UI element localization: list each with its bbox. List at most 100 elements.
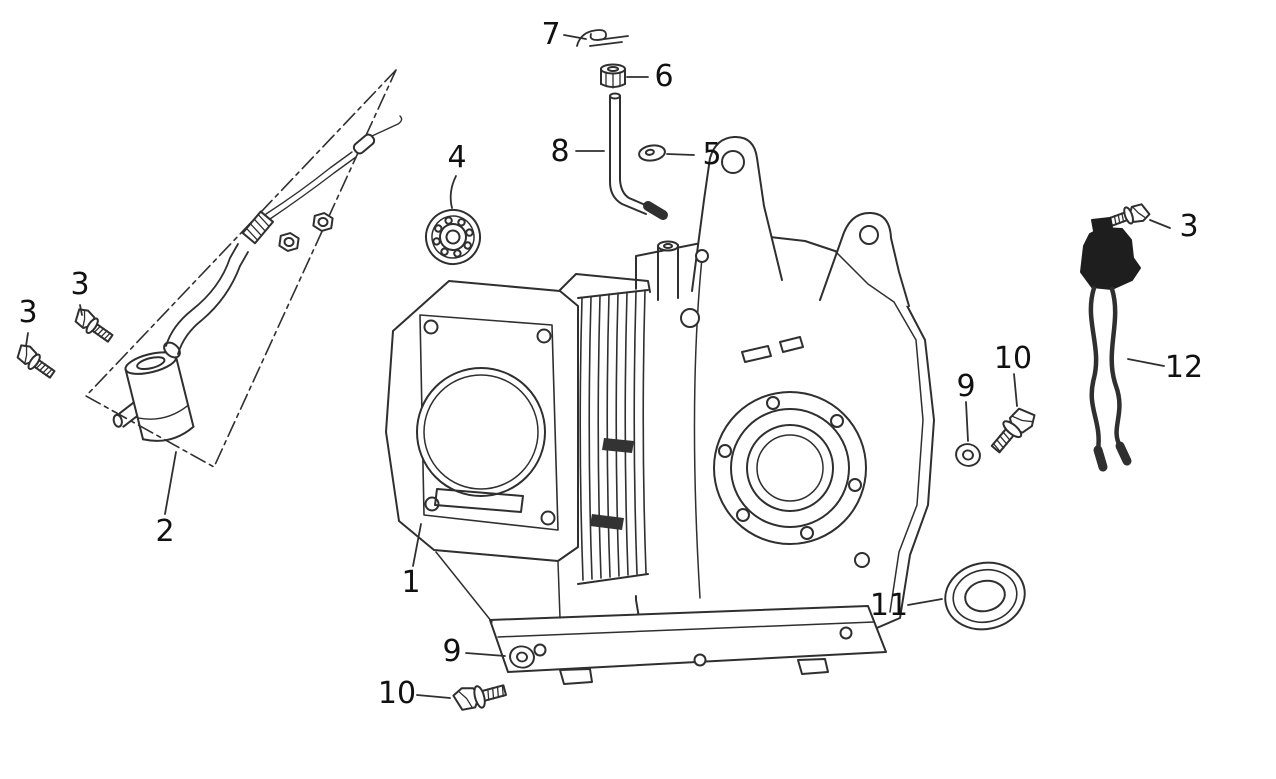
leader-3-right [1149,219,1171,229]
bearing-ball [432,237,441,246]
sump-base [489,605,887,673]
fin-slot-dark [602,438,634,453]
coil-wire [1109,286,1123,449]
callout-9-label-bottom: 9 [442,634,461,669]
part-breather-cap [600,63,626,89]
part-washer-9-right [955,443,981,467]
fin-line [597,295,602,579]
callout-8-label: 8 [550,134,569,169]
part-wire-clip [576,29,629,47]
head-stud-top-hole [663,243,673,249]
callout-1-label: 1 [401,565,420,600]
leader-5 [666,153,695,156]
assembly-boundary-dashdot [85,69,397,468]
cable-wire [265,151,353,215]
hex-nut [312,212,334,232]
fin-slot-dark [590,514,624,530]
bearing-ball [440,247,449,256]
callout-3-label-left-upper: 3 [70,267,89,302]
engine-mount-arm-right [819,211,910,307]
mount-arm-right-hole [859,225,879,245]
cable-wire [269,156,357,220]
head-bolt-hole [423,319,439,335]
head-bolt-hole [540,510,556,526]
callout-2-label: 2 [155,514,174,549]
part-bolt-3-left-upper [69,305,117,347]
cylinder-bore-inner [423,374,539,490]
part-bolt-10-bottom [451,676,509,715]
bearing-ball [434,224,443,233]
leader-11 [907,598,943,606]
canister-spout-end [112,413,123,428]
leader-12 [1127,358,1165,367]
diagram-artwork [11,29,1152,715]
head-top-edge [559,273,651,293]
boss-bolt-hole [800,526,814,540]
leader-4 [449,175,457,209]
cable-tip [371,115,403,137]
part-bolt-10-right [986,401,1040,459]
gasket-slots [741,336,804,363]
part-sealing-washer [638,144,666,162]
part-bolt-3-left-lower [11,341,59,383]
leader-10-right [1013,373,1018,407]
breather-canister [112,351,195,442]
face-slot [434,488,524,513]
case-boss [680,308,700,328]
case-boss [854,552,870,568]
fin-line [633,290,638,575]
case-boss [695,249,709,263]
case-contour-line [693,257,703,599]
cylinder-bore [416,367,546,497]
leader-2 [164,451,177,515]
pipe-tip [643,201,668,220]
base-bolt-hole [533,643,547,657]
leader-10-bottom [416,694,451,699]
fin-line [588,296,593,580]
part-ignition-coil [1080,217,1141,472]
callout-10-label-bottom: 10 [378,676,416,711]
breather-hose [165,243,239,347]
cable-adjuster [241,210,274,245]
fin-line [624,291,629,576]
cable-end-barrel [352,133,376,155]
base-bolt-hole [693,653,707,667]
head-stud-top [657,240,679,252]
callout-3-label-right: 3 [1179,209,1198,244]
wire-terminal [1115,441,1132,466]
crankshaft-bore [746,424,834,512]
engine-mount-arm-left [691,135,783,292]
callout-5-label: 5 [702,137,721,172]
head-bolt-hole [536,328,552,344]
callout-9-label-right: 9 [956,369,975,404]
boss-bolt-hole [766,396,780,410]
callout-labels: 1 2 3 3 3 4 5 6 7 8 9 10 11 12 9 10 [18,17,1203,711]
leader-1 [412,523,422,567]
leader-lines [25,34,1171,699]
part-cylinder-block-face [385,280,579,562]
block-skirt-lines [435,551,561,623]
fin-line [579,297,584,581]
bearing-ball [444,216,453,225]
part-breather-pipe [609,92,668,220]
canister-spout [118,401,139,428]
fin-line [615,292,620,577]
part-cylinder-fins [559,273,651,598]
mount-arm-left-hole [721,150,745,174]
case-gasket-edge [835,251,924,613]
part-washer-9-bottom [509,645,535,669]
coil-body [1080,227,1141,290]
base-feet [559,658,829,685]
part-crankcase [435,135,935,685]
callout-3-label-left-lower: 3 [18,295,37,330]
boss-bolt-hole [848,478,862,492]
wire-terminal [1093,445,1108,472]
callout-12-label: 12 [1165,350,1203,385]
part-breather-assembly [85,69,403,468]
bearing-ball [463,241,472,250]
crankshaft-bore-inner [756,434,824,502]
base-bolt-hole [839,626,853,640]
fin-line [606,293,611,578]
